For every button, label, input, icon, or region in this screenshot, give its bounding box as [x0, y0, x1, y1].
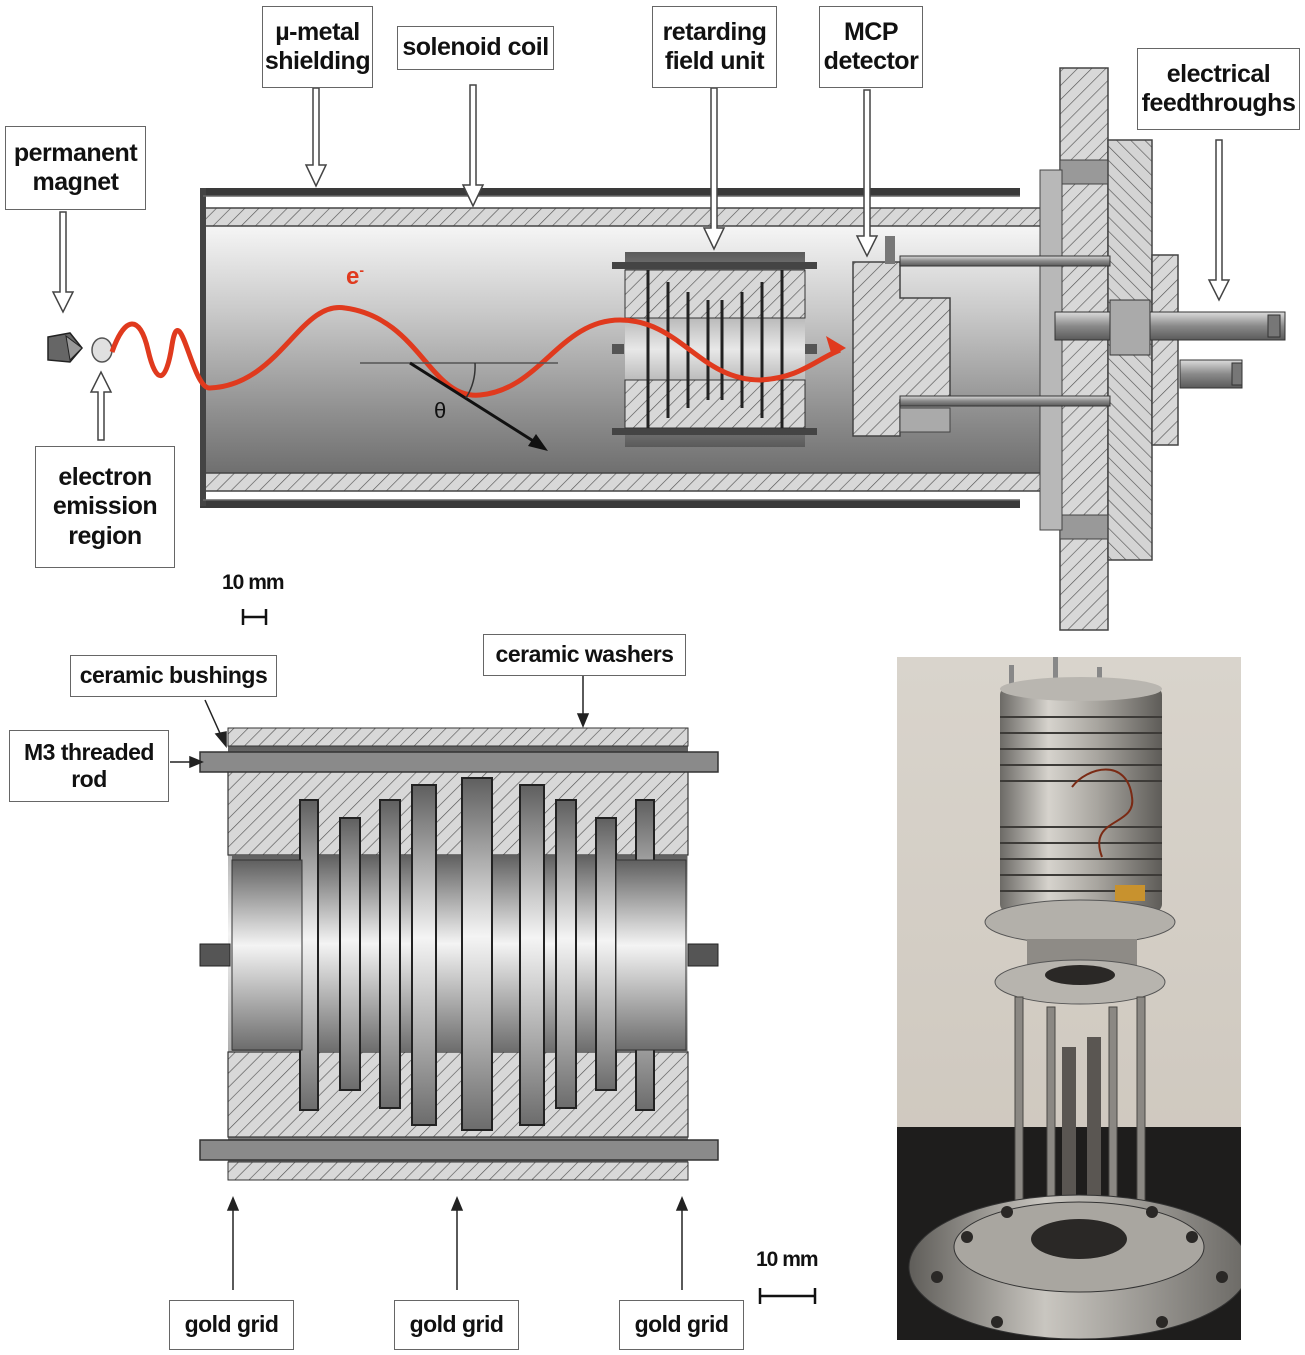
vacuum-flange — [1039, 67, 1179, 631]
label-bushings-text: ceramic bushings — [79, 662, 268, 689]
trajectory-arrowhead — [826, 336, 846, 356]
label-gold-grid-right-text: gold grid — [634, 1311, 729, 1338]
label-magnet-line2: magnet — [32, 168, 119, 196]
label-emission-line3: region — [68, 521, 142, 550]
leader-lines-bottom — [170, 672, 689, 1290]
label-retarding-line2: field unit — [664, 47, 765, 75]
label-gold-grid-left-text: gold grid — [184, 1311, 279, 1338]
label-magnet-line1: permanent — [13, 138, 138, 167]
retarding-field-unit-small — [612, 252, 817, 447]
electron-symbol: e- — [346, 262, 364, 291]
label-ceramic-washers: ceramic washers — [483, 634, 686, 676]
label-gold-grid-center: gold grid — [394, 1300, 519, 1350]
permanent-magnet — [47, 332, 83, 363]
scale-bar-top-label: 10 mm — [222, 571, 285, 594]
label-washers-text: ceramic washers — [495, 641, 674, 668]
label-gold-grid-center-text: gold grid — [409, 1311, 504, 1338]
label-feedthroughs-line1: electrical — [1166, 59, 1271, 88]
label-emission-line1: electron — [58, 462, 152, 491]
retarding-field-unit-detail — [199, 727, 719, 1181]
electron-charge: - — [359, 262, 365, 278]
scale-bar-top — [241, 609, 268, 625]
label-ceramic-bushings: ceramic bushings — [70, 655, 277, 697]
electron-trajectory — [109, 305, 841, 398]
electrical-feedthrough — [1054, 299, 1286, 389]
label-rod-line2: rod — [71, 766, 107, 792]
label-emission-line2: emission — [52, 492, 158, 521]
scale-bar-bottom-label: 10 mm — [756, 1248, 819, 1271]
emission-region — [91, 337, 113, 363]
spectrometer-photo — [897, 657, 1241, 1340]
mcp-detector — [852, 236, 1111, 437]
label-feedthroughs-line2: feedthroughs — [1141, 89, 1296, 117]
angle-indicator — [360, 361, 558, 451]
label-mu-metal-line2: shielding — [264, 47, 371, 75]
label-mcp-line1: MCP — [843, 17, 899, 46]
label-solenoid-coil: solenoid coil — [397, 26, 554, 70]
hollow-arrows-top — [51, 84, 1231, 441]
label-gold-grid-right: gold grid — [619, 1300, 744, 1350]
label-rod-line1: M3 threaded — [24, 738, 154, 765]
theta-symbol: θ — [434, 398, 447, 423]
label-mu-metal-line1: µ-metal — [275, 17, 360, 46]
label-solenoid-text: solenoid coil — [402, 33, 549, 62]
label-mcp-line2: detector — [823, 47, 919, 75]
scale-bar-bottom — [758, 1288, 817, 1304]
label-retarding-line1: retarding — [662, 17, 767, 46]
label-gold-grid-left: gold grid — [169, 1300, 294, 1350]
electron-letter: e — [346, 263, 360, 290]
